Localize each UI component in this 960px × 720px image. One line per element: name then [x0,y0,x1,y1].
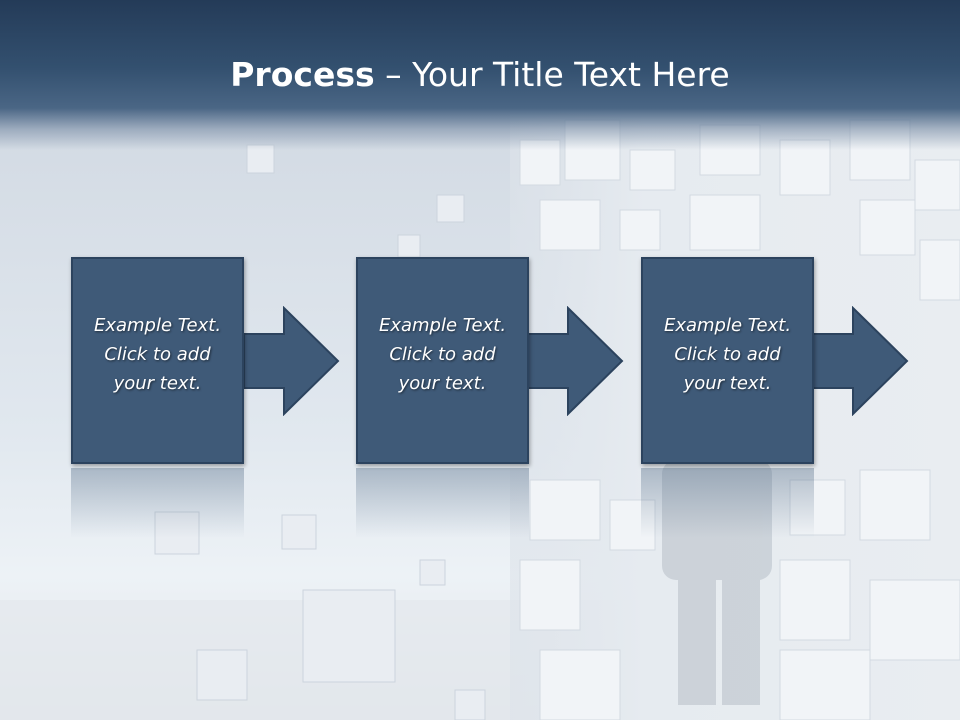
title-bar [0,0,960,150]
step-3-line-3: your text. [683,373,772,394]
step-1-arrow-icon [244,306,340,416]
step-2-reflection [356,468,529,538]
step-3-box[interactable]: Example Text. Click to add your text. [641,257,814,464]
step-2-box[interactable]: Example Text. Click to add your text. [356,257,529,464]
slide-title[interactable]: Process – Your Title Text Here [0,52,960,98]
step-2-line-2: Click to add [389,344,496,365]
step-1-line-3: your text. [113,373,202,394]
step-3-line-2: Click to add [674,344,781,365]
step-2-line-3: your text. [398,373,487,394]
step-1-box[interactable]: Example Text. Click to add your text. [71,257,244,464]
step-2-line-1: Example Text. [378,315,507,336]
step-3-line-1: Example Text. [663,315,792,336]
title-bold: Process [230,55,375,94]
step-1-reflection [71,468,244,538]
step-3-text[interactable]: Example Text. Click to add your text. [643,311,812,398]
step-3-arrow-icon [813,306,909,416]
step-3-reflection [641,468,814,538]
step-2-arrow-icon [528,306,624,416]
step-2-text[interactable]: Example Text. Click to add your text. [358,311,527,398]
step-1-line-2: Click to add [104,344,211,365]
title-rest: – Your Title Text Here [374,55,730,94]
step-1-line-1: Example Text. [93,315,222,336]
step-1-text[interactable]: Example Text. Click to add your text. [73,311,242,398]
